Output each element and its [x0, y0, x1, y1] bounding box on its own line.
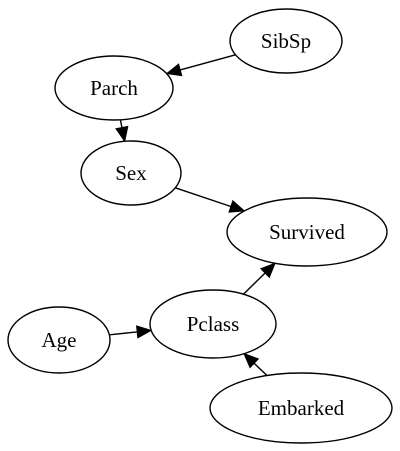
arrowhead	[228, 199, 246, 213]
arrowhead	[243, 352, 260, 369]
edge-line	[109, 331, 138, 336]
node-ellipse	[149, 289, 277, 359]
edge-sibsp-to-parch	[165, 54, 236, 77]
arrowhead	[260, 262, 277, 279]
arrowhead	[136, 325, 153, 339]
node-ellipse	[226, 197, 388, 267]
node-parch: Parch	[54, 55, 174, 121]
edge-line	[180, 54, 236, 71]
node-label: Parch	[90, 76, 138, 100]
node-label: Survived	[269, 220, 345, 244]
edge-line	[119, 119, 123, 128]
node-age: Age	[7, 306, 111, 374]
node-ellipse	[229, 8, 343, 74]
node-survived: Survived	[226, 197, 388, 267]
edge-sex-to-survived	[175, 187, 246, 213]
edge-line	[175, 187, 232, 208]
node-ellipse	[209, 372, 393, 444]
node-ellipse	[80, 140, 182, 206]
edge-line	[242, 272, 266, 295]
node-ellipse	[7, 306, 111, 374]
node-label: Embarked	[258, 396, 345, 420]
edge-line	[253, 362, 268, 377]
node-label: SibSp	[261, 29, 311, 53]
node-ellipse	[54, 55, 174, 121]
arrowhead	[165, 63, 183, 77]
node-sex: Sex	[80, 140, 182, 206]
edge-parch-to-sex	[115, 119, 129, 143]
arrowhead	[115, 125, 129, 143]
node-label: Sex	[115, 161, 147, 185]
edges-layer	[109, 54, 277, 377]
edge-pclass-to-survived	[242, 262, 277, 295]
edge-age-to-pclass	[109, 325, 153, 339]
node-embarked: Embarked	[209, 372, 393, 444]
node-label: Pclass	[187, 312, 240, 336]
node-pclass: Pclass	[149, 289, 277, 359]
edge-embarked-to-pclass	[243, 352, 268, 377]
node-sibsp: SibSp	[229, 8, 343, 74]
node-label: Age	[42, 328, 77, 352]
